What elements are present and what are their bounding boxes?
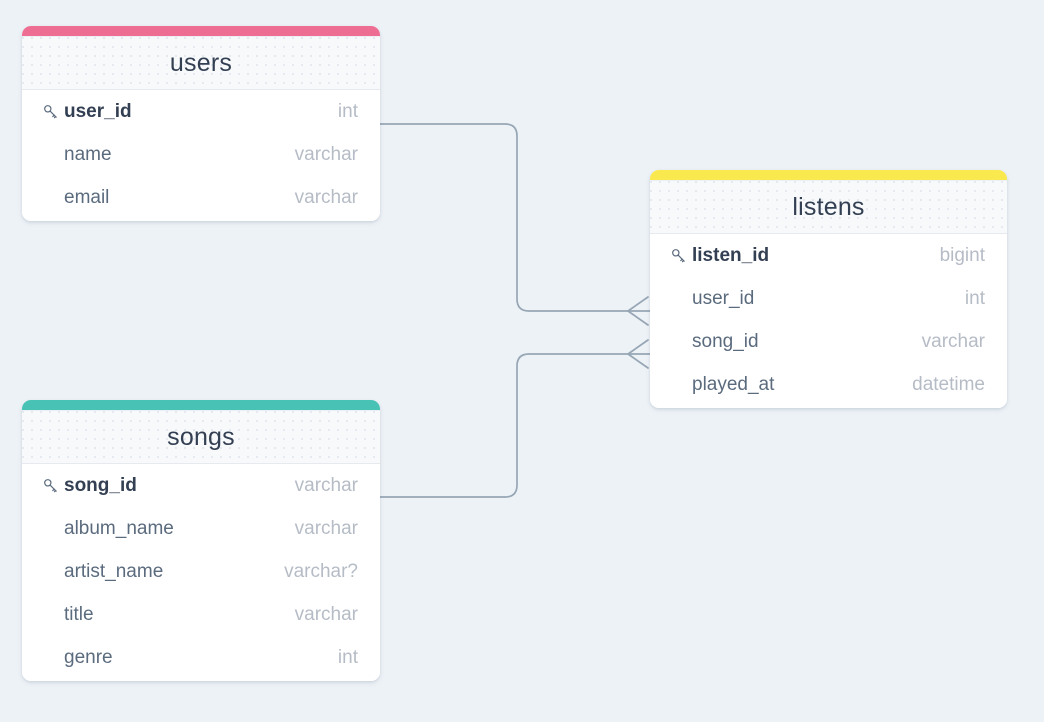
- field-row[interactable]: title varchar: [22, 593, 380, 636]
- table-accent-bar-listens: [650, 170, 1007, 180]
- field-name: song_id: [64, 474, 137, 496]
- key-slot-empty: [42, 520, 64, 538]
- field-row[interactable]: user_id int: [650, 277, 1007, 320]
- table-title-songs: songs: [167, 422, 235, 451]
- key-icon: [42, 103, 64, 121]
- field-row[interactable]: song_id varchar: [650, 320, 1007, 363]
- field-name: listen_id: [692, 244, 770, 266]
- relationship-users-listens: [379, 123, 651, 326]
- field-name: album_name: [64, 517, 174, 539]
- field-type: datetime: [912, 373, 985, 395]
- field-name: name: [64, 143, 112, 165]
- table-title-listens: listens: [792, 192, 865, 221]
- field-name: user_id: [64, 100, 132, 122]
- field-name: title: [64, 603, 94, 625]
- key-slot-empty: [42, 146, 64, 164]
- relationship-songs-listens: [379, 339, 651, 498]
- field-type: int: [337, 100, 358, 122]
- table-card-songs[interactable]: songs song_id varchar: [22, 400, 380, 681]
- key-slot-empty: [42, 606, 64, 624]
- field-name: played_at: [692, 373, 775, 395]
- field-row[interactable]: artist_name varchar?: [22, 550, 380, 593]
- field-type: varchar: [921, 330, 985, 352]
- field-name: song_id: [692, 330, 759, 352]
- table-card-listens[interactable]: listens listen_id bigint: [650, 170, 1007, 408]
- table-accent-bar-users: [22, 26, 380, 36]
- field-row[interactable]: name varchar: [22, 133, 380, 176]
- table-header-users[interactable]: users: [22, 36, 380, 90]
- field-row[interactable]: email varchar: [22, 176, 380, 219]
- field-row[interactable]: genre int: [22, 636, 380, 679]
- field-name: genre: [64, 646, 113, 668]
- field-row[interactable]: listen_id bigint: [650, 234, 1007, 277]
- table-fields-users: user_id int name varchar email varchar: [22, 90, 380, 221]
- key-icon: [670, 247, 692, 265]
- field-type: int: [964, 287, 985, 309]
- field-type: varchar: [294, 143, 358, 165]
- key-slot-empty: [670, 333, 692, 351]
- field-row[interactable]: user_id int: [22, 90, 380, 133]
- key-slot-empty: [670, 290, 692, 308]
- key-slot-empty: [42, 563, 64, 581]
- field-row[interactable]: played_at datetime: [650, 363, 1007, 406]
- field-type: varchar: [294, 517, 358, 539]
- key-slot-empty: [670, 376, 692, 394]
- table-fields-listens: listen_id bigint user_id int song_id var…: [650, 234, 1007, 408]
- field-type: varchar: [294, 474, 358, 496]
- key-icon: [42, 477, 64, 495]
- field-type: int: [337, 646, 358, 668]
- field-type: varchar: [294, 603, 358, 625]
- field-name: artist_name: [64, 560, 164, 582]
- field-type: varchar?: [284, 560, 358, 582]
- crowsfoot-songs-listens: [627, 339, 649, 369]
- field-type: bigint: [939, 244, 985, 266]
- table-card-users[interactable]: users user_id int: [22, 26, 380, 221]
- table-accent-bar-songs: [22, 400, 380, 410]
- field-row[interactable]: album_name varchar: [22, 507, 380, 550]
- field-name: user_id: [692, 287, 755, 309]
- key-slot-empty: [42, 649, 64, 667]
- table-fields-songs: song_id varchar album_name varchar artis…: [22, 464, 380, 681]
- key-slot-empty: [42, 189, 64, 207]
- table-header-listens[interactable]: listens: [650, 180, 1007, 234]
- table-header-songs[interactable]: songs: [22, 410, 380, 464]
- table-title-users: users: [169, 48, 233, 77]
- crowsfoot-users-listens: [627, 296, 649, 326]
- field-row[interactable]: song_id varchar: [22, 464, 380, 507]
- field-type: varchar: [294, 186, 358, 208]
- field-name: email: [64, 186, 110, 208]
